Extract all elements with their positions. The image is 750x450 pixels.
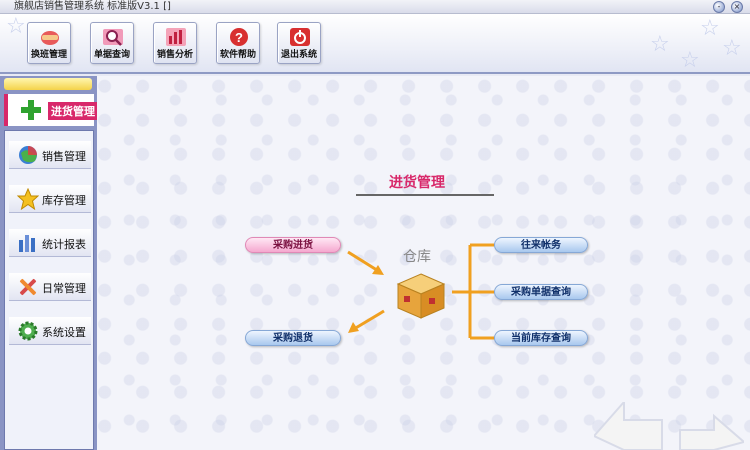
toolbar-button-label: 单据查询 xyxy=(93,50,130,60)
sidebar-item-label: 统计报表 xyxy=(42,238,86,251)
accounts-ledger-button[interactable]: 往来帐务 xyxy=(494,237,588,253)
magnifier-icon xyxy=(103,29,123,46)
purchase-document-query-button[interactable]: 采购单据查询 xyxy=(494,284,588,300)
power-icon xyxy=(290,28,310,46)
sidebar-item-label: 库存管理 xyxy=(42,194,86,207)
star-decoration-icon: ☆ xyxy=(6,14,26,39)
handshake-icon xyxy=(41,31,59,45)
warehouse-label: 仓库 xyxy=(403,249,431,265)
plus-icon xyxy=(21,100,41,120)
title-underline xyxy=(356,194,494,196)
bar-chart-icon xyxy=(166,28,186,46)
current-stock-query-button[interactable]: 当前库存查询 xyxy=(494,330,588,346)
page-title: 进货管理 xyxy=(389,175,445,191)
sidebar-item-daily-management[interactable]: 日常管理 xyxy=(9,273,91,301)
toolbar: ☆ ☆ ☆ ☆ ☆ 换班管理 单据查询 销售分析 ? 软件帮助 xyxy=(0,14,750,74)
main-content xyxy=(97,76,750,450)
document-query-button[interactable]: 单据查询 xyxy=(90,22,134,64)
sidebar-header-bar xyxy=(4,78,92,90)
sales-analysis-button[interactable]: 销售分析 xyxy=(153,22,197,64)
help-icon: ? xyxy=(230,28,248,46)
sidebar-item-label: 销售管理 xyxy=(42,150,86,163)
star-decoration-icon: ☆ xyxy=(722,36,742,61)
close-button[interactable]: × xyxy=(731,1,743,13)
title-bar: 旗舰店销售管理系统 标准版V3.1 [] - × xyxy=(0,0,750,14)
sidebar-item-label: 日常管理 xyxy=(42,282,86,295)
sidebar-item-label: 进货管理 xyxy=(48,102,98,120)
back-arrow-icon[interactable] xyxy=(594,402,744,450)
toolbar-button-label: 销售分析 xyxy=(156,50,193,60)
svg-text:?: ? xyxy=(235,30,243,45)
star-decoration-icon: ☆ xyxy=(700,16,720,41)
sidebar-item-statistics-report[interactable]: 统计报表 xyxy=(9,229,91,257)
sidebar-item-sales-management[interactable]: 销售管理 xyxy=(9,141,91,169)
sidebar-menu-panel: 销售管理 库存管理 统计报表 日常管理 xyxy=(4,130,94,450)
star-decoration-icon: ☆ xyxy=(680,48,700,73)
bar-chart-icon xyxy=(19,235,35,252)
gear-icon xyxy=(18,321,38,341)
toolbar-button-label: 换班管理 xyxy=(30,50,67,60)
globe-icon xyxy=(19,146,37,164)
minimize-button[interactable]: - xyxy=(713,1,725,13)
sidebar-item-label: 系统设置 xyxy=(42,326,86,339)
toolbar-button-label: 软件帮助 xyxy=(219,50,256,60)
sidebar-item-purchase-management[interactable]: 进货管理 xyxy=(4,94,98,126)
exit-system-button[interactable]: 退出系统 xyxy=(277,22,321,64)
star-icon xyxy=(17,188,39,210)
shift-management-button[interactable]: 换班管理 xyxy=(27,22,71,64)
sidebar-item-system-settings[interactable]: 系统设置 xyxy=(9,317,91,345)
software-help-button[interactable]: ? 软件帮助 xyxy=(216,22,260,64)
purchase-inbound-button[interactable]: 采购进货 xyxy=(245,237,341,253)
sidebar: 进货管理 销售管理 库存管理 统计报表 xyxy=(0,76,98,450)
warehouse-box-icon xyxy=(396,273,446,319)
star-decoration-icon: ☆ xyxy=(650,32,670,57)
tools-icon xyxy=(19,278,37,296)
purchase-return-button[interactable]: 采购退货 xyxy=(245,330,341,346)
window-title: 旗舰店销售管理系统 标准版V3.1 [] xyxy=(14,1,171,12)
sidebar-item-inventory-management[interactable]: 库存管理 xyxy=(9,185,91,213)
toolbar-button-label: 退出系统 xyxy=(280,50,317,60)
